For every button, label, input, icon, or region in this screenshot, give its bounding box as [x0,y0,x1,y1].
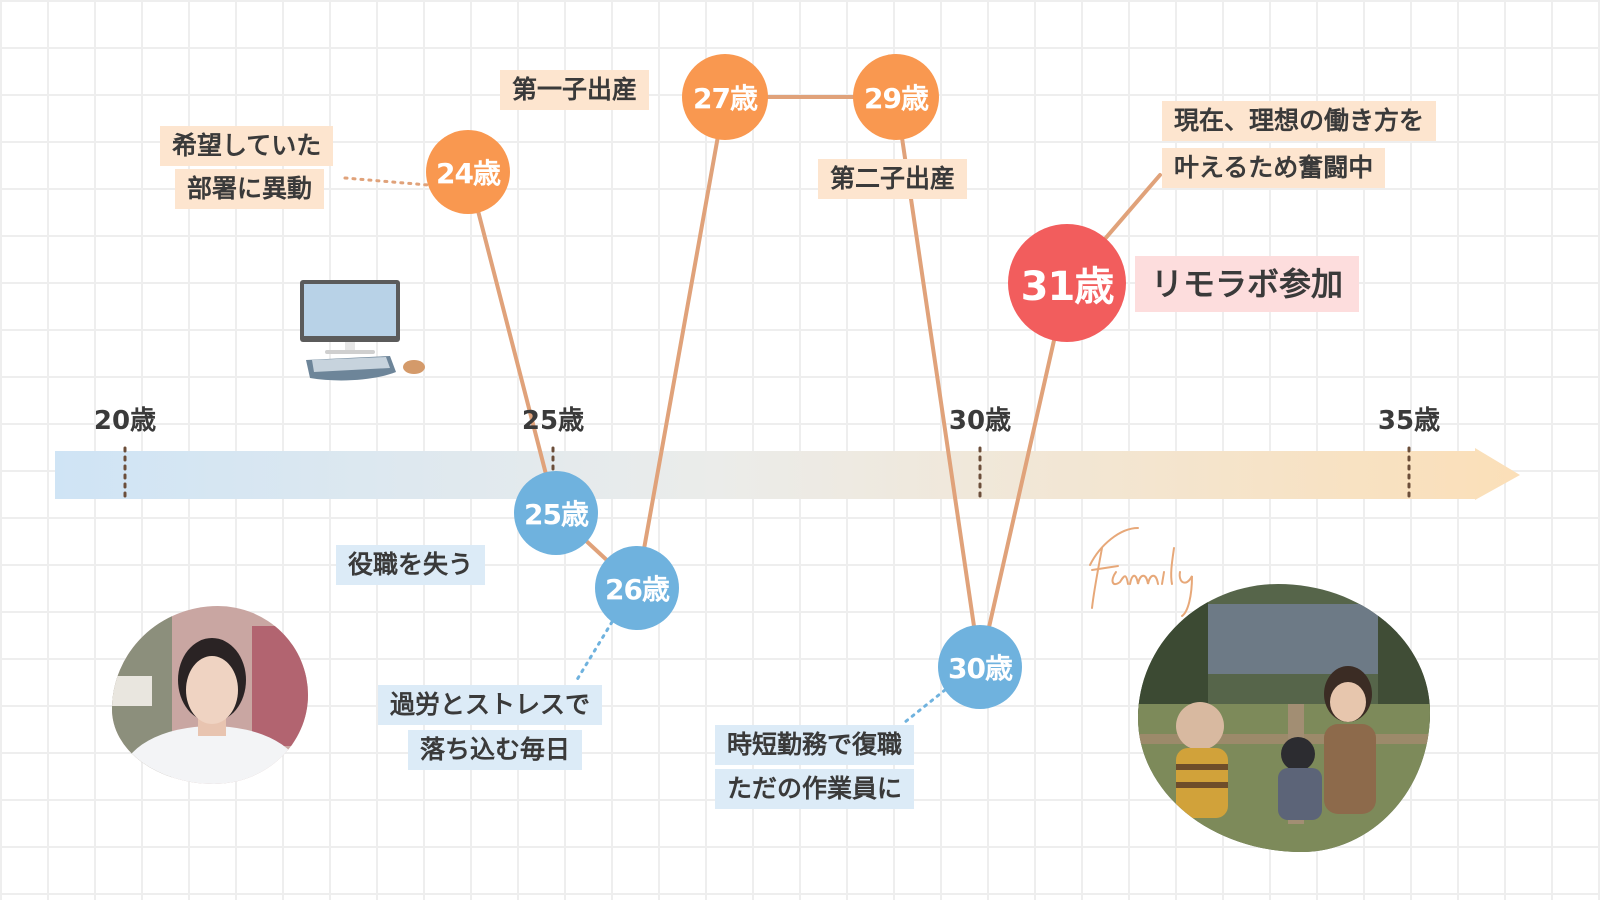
life-curve [466,95,1162,669]
event-transfer-line2: 部署に異動 [175,169,325,209]
event-second-child: 第二子出産 [818,159,968,199]
age-node-26: 26歳 [595,546,679,630]
event-joined: リモラボ参加 [1135,256,1360,312]
age-node-29: 29歳 [853,54,939,140]
event-transfer-line1: 希望していた [160,126,334,166]
event-lost-position: 役職を失う [336,545,486,585]
axis-tick-30: 30歳 [948,406,1012,436]
axis-tick-20: 20歳 [93,406,157,436]
axis-tick-25: 25歳 [521,406,585,436]
event-overwork-line2: 落ち込む毎日 [408,730,583,770]
axis-tick-markers [123,446,1411,500]
age-node-27: 27歳 [682,54,768,140]
event-return-line2: ただの作業員に [715,769,915,809]
event-now-line1: 現在、理想の働き方を [1162,101,1437,141]
dotted-leaders [343,176,947,724]
event-now-line2: 叶えるため奮闘中 [1162,148,1386,188]
event-first-child: 第一子出産 [500,70,650,110]
age-node-24: 24歳 [426,130,510,214]
age-node-31: 31歳 [1008,224,1126,342]
age-node-30: 30歳 [938,625,1022,709]
event-overwork-line1: 過労とストレスで [378,685,603,725]
event-return-line1: 時短勤務で復職 [715,725,915,765]
mouse-icon [403,360,425,374]
age-node-25: 25歳 [514,471,598,555]
computer-icon [300,280,400,354]
portrait-photo [112,606,308,784]
portrait-illustration [112,606,308,784]
axis-tick-35: 35歳 [1377,406,1441,436]
timeline-arrow [55,448,1520,500]
keyboard-icon [306,356,396,381]
family-caption-lettering [1089,527,1193,617]
